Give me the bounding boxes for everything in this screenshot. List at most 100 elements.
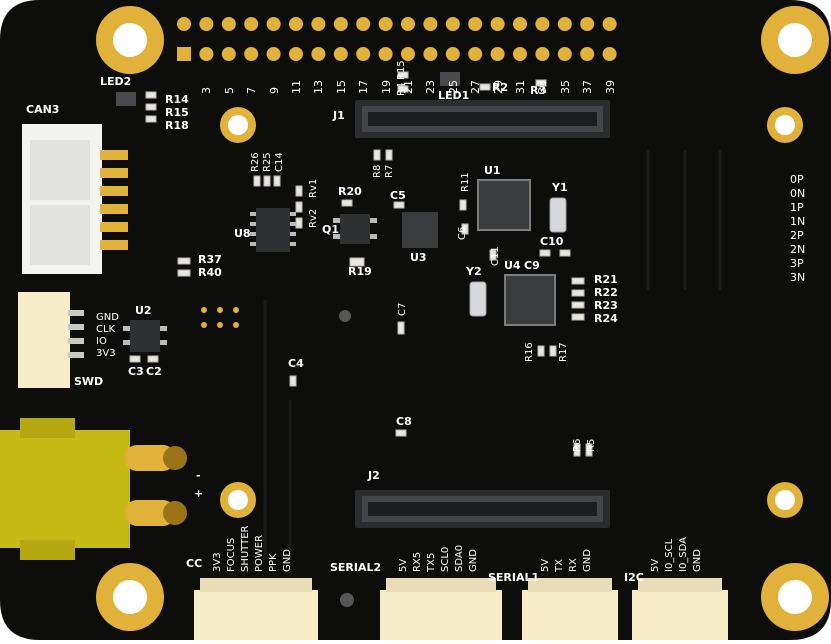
label-r8: R8 <box>372 164 383 178</box>
test-point-center <box>339 310 351 322</box>
i2c-pin-label: I0_SCL <box>664 538 675 572</box>
traces <box>263 150 722 560</box>
gpio-pin <box>401 47 415 61</box>
lane-label: 1N <box>790 215 806 228</box>
serial2-pin-label: SCL0 <box>440 546 451 572</box>
smd-passive <box>295 185 303 197</box>
j1-connector <box>355 100 610 138</box>
gpio-pin-number: 9 <box>267 87 281 94</box>
gpio-pin <box>221 17 236 31</box>
cc-pin-label: SHUTTER <box>240 525 251 573</box>
u4-chip <box>504 274 556 326</box>
gpio-pin-number: 17 <box>357 80 371 94</box>
label-r16: R16 <box>524 342 535 362</box>
gpio-pin <box>199 47 214 61</box>
smd-passive <box>397 85 409 93</box>
gpio-pin <box>266 17 281 31</box>
gpio-pin <box>333 17 348 31</box>
serial1-pin-label: TX <box>554 559 565 572</box>
gpio-pin <box>378 47 393 61</box>
gpio-pin-number: 31 <box>514 80 527 94</box>
smd-passive <box>397 71 409 79</box>
label-r22: R22 <box>594 286 618 299</box>
smd-passive <box>145 115 157 123</box>
smd-passive <box>571 301 585 309</box>
gpio-pin <box>535 17 550 31</box>
serial2-pin-label: SDA0 <box>454 544 465 572</box>
gpio-pin <box>401 17 415 31</box>
gpio-pin <box>468 17 483 31</box>
swd-pin-label: IO <box>96 336 107 347</box>
label-c14: C14 <box>274 152 285 172</box>
gpio-pin <box>199 17 214 31</box>
gpio-pin-number: 35 <box>558 80 572 94</box>
mounting-hole-top-left <box>96 6 164 74</box>
label-led2: LED2 <box>100 75 132 88</box>
label-u4: U4 <box>504 259 521 272</box>
smd-passive <box>385 149 393 161</box>
label-c9: C9 <box>524 259 540 272</box>
label-r17: R17 <box>558 342 569 362</box>
label-r7: R7 <box>384 164 395 178</box>
cc-pin-label: PPK <box>268 553 279 572</box>
i2c-connector <box>632 578 728 640</box>
gpio-pin-number: 7 <box>245 87 259 94</box>
smd-passive <box>289 375 297 387</box>
gpio-pin <box>490 47 505 61</box>
smd-passive <box>461 223 469 235</box>
gpio-pin-number: 39 <box>603 80 617 94</box>
smd-passive <box>549 345 557 357</box>
smd-passive <box>177 269 191 277</box>
smd-passive <box>571 289 585 297</box>
gpio-pin <box>356 17 371 31</box>
label-can3: CAN3 <box>26 103 60 116</box>
smd-passive <box>147 355 159 363</box>
gpio-pin <box>333 47 348 61</box>
gpio-pin-number: 27 <box>469 80 483 94</box>
label-y2: Y2 <box>466 265 482 278</box>
debug-pads <box>201 307 239 328</box>
u1-chip <box>477 179 531 231</box>
gpio-pin <box>289 47 303 61</box>
gpio-pin <box>535 47 550 61</box>
label-c4: C4 <box>288 357 304 370</box>
lane-label: 0N <box>790 187 806 200</box>
smd-passive <box>535 79 547 87</box>
label-u3: U3 <box>410 251 427 264</box>
gpio-pin <box>177 17 191 31</box>
smd-passive <box>459 199 467 211</box>
gpio-pin <box>513 47 527 61</box>
gpio-pin-number: 5 <box>222 87 236 94</box>
label-r21: R21 <box>594 273 618 286</box>
gpio-pin <box>311 17 326 31</box>
label-u2: U2 <box>135 304 152 317</box>
label-c6: C6 <box>457 226 468 240</box>
gpio-pin <box>356 47 371 61</box>
smd-passive <box>585 443 593 457</box>
gpio-pin <box>423 17 438 31</box>
gpio-pin-number: 37 <box>581 80 595 94</box>
lane-label: 1P <box>790 201 804 214</box>
mounting-hole-top-right <box>761 6 829 74</box>
label-serial1: SERIAL1 <box>488 571 540 584</box>
gpio-pin <box>445 47 460 61</box>
gpio-pin <box>445 17 460 31</box>
label-i2c: I2C <box>624 571 644 584</box>
label-u8: U8 <box>234 227 251 240</box>
smd-passive <box>393 201 405 209</box>
label-led1: LED1 <box>438 89 470 102</box>
pad-inner-right-bottom <box>767 482 803 518</box>
u8-chip <box>250 208 296 252</box>
gpio-pin-number: 33 <box>536 80 550 94</box>
label-r5: R5 <box>586 438 597 452</box>
gpio-pin-number: 13 <box>312 80 326 94</box>
pad-inner-left-bottom <box>220 482 256 518</box>
label-q1: Q1 <box>322 223 340 236</box>
label-r11: R11 <box>460 172 471 192</box>
label-r15b: R15 <box>396 60 407 80</box>
label-r14: R14 <box>165 93 189 106</box>
y2-crystal <box>469 281 487 317</box>
serial1-pin-label: GND <box>582 549 593 572</box>
cc-pin-label: POWER <box>254 534 265 572</box>
